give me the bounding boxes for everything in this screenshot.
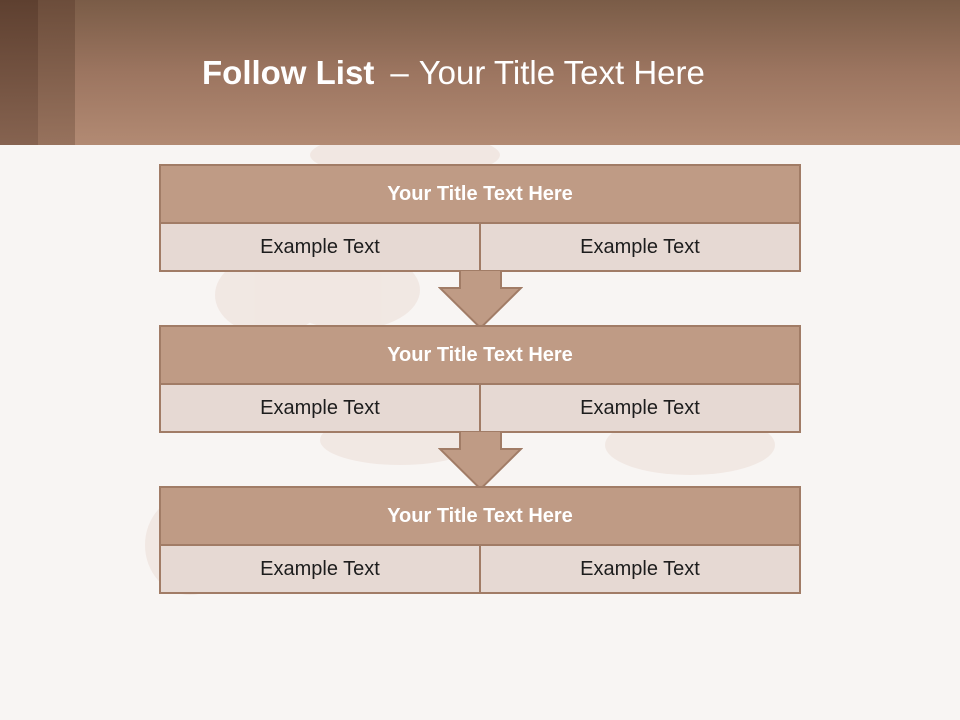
slide-title-dash: –	[390, 54, 409, 91]
step-box-3: Your Title Text Here Example Text Exampl…	[159, 486, 801, 594]
slide-header: Follow List–Your Title Text Here	[0, 0, 960, 145]
slide-title-bold: Follow List	[202, 54, 375, 91]
step-title: Your Title Text Here	[161, 166, 799, 224]
step-row: Example Text Example Text	[161, 224, 799, 270]
header-stripe-medium	[38, 0, 75, 145]
step-cell-left: Example Text	[260, 235, 380, 258]
step-row: Example Text Example Text	[161, 385, 799, 431]
step-cell-left: Example Text	[260, 557, 380, 580]
down-arrow-icon	[438, 431, 523, 491]
step-cell-left: Example Text	[260, 396, 380, 419]
step-cell-right: Example Text	[479, 546, 799, 592]
step-row: Example Text Example Text	[161, 546, 799, 592]
step-title: Your Title Text Here	[161, 327, 799, 385]
step-title: Your Title Text Here	[161, 488, 799, 546]
header-stripe-dark	[0, 0, 38, 145]
slide-title: Follow List–Your Title Text Here	[202, 54, 705, 92]
slide-title-rest: Your Title Text Here	[418, 54, 705, 91]
step-box-1: Your Title Text Here Example Text Exampl…	[159, 164, 801, 272]
step-cell-right: Example Text	[479, 385, 799, 431]
step-cell-right: Example Text	[479, 224, 799, 270]
step-box-2: Your Title Text Here Example Text Exampl…	[159, 325, 801, 433]
down-arrow-icon	[438, 270, 523, 330]
